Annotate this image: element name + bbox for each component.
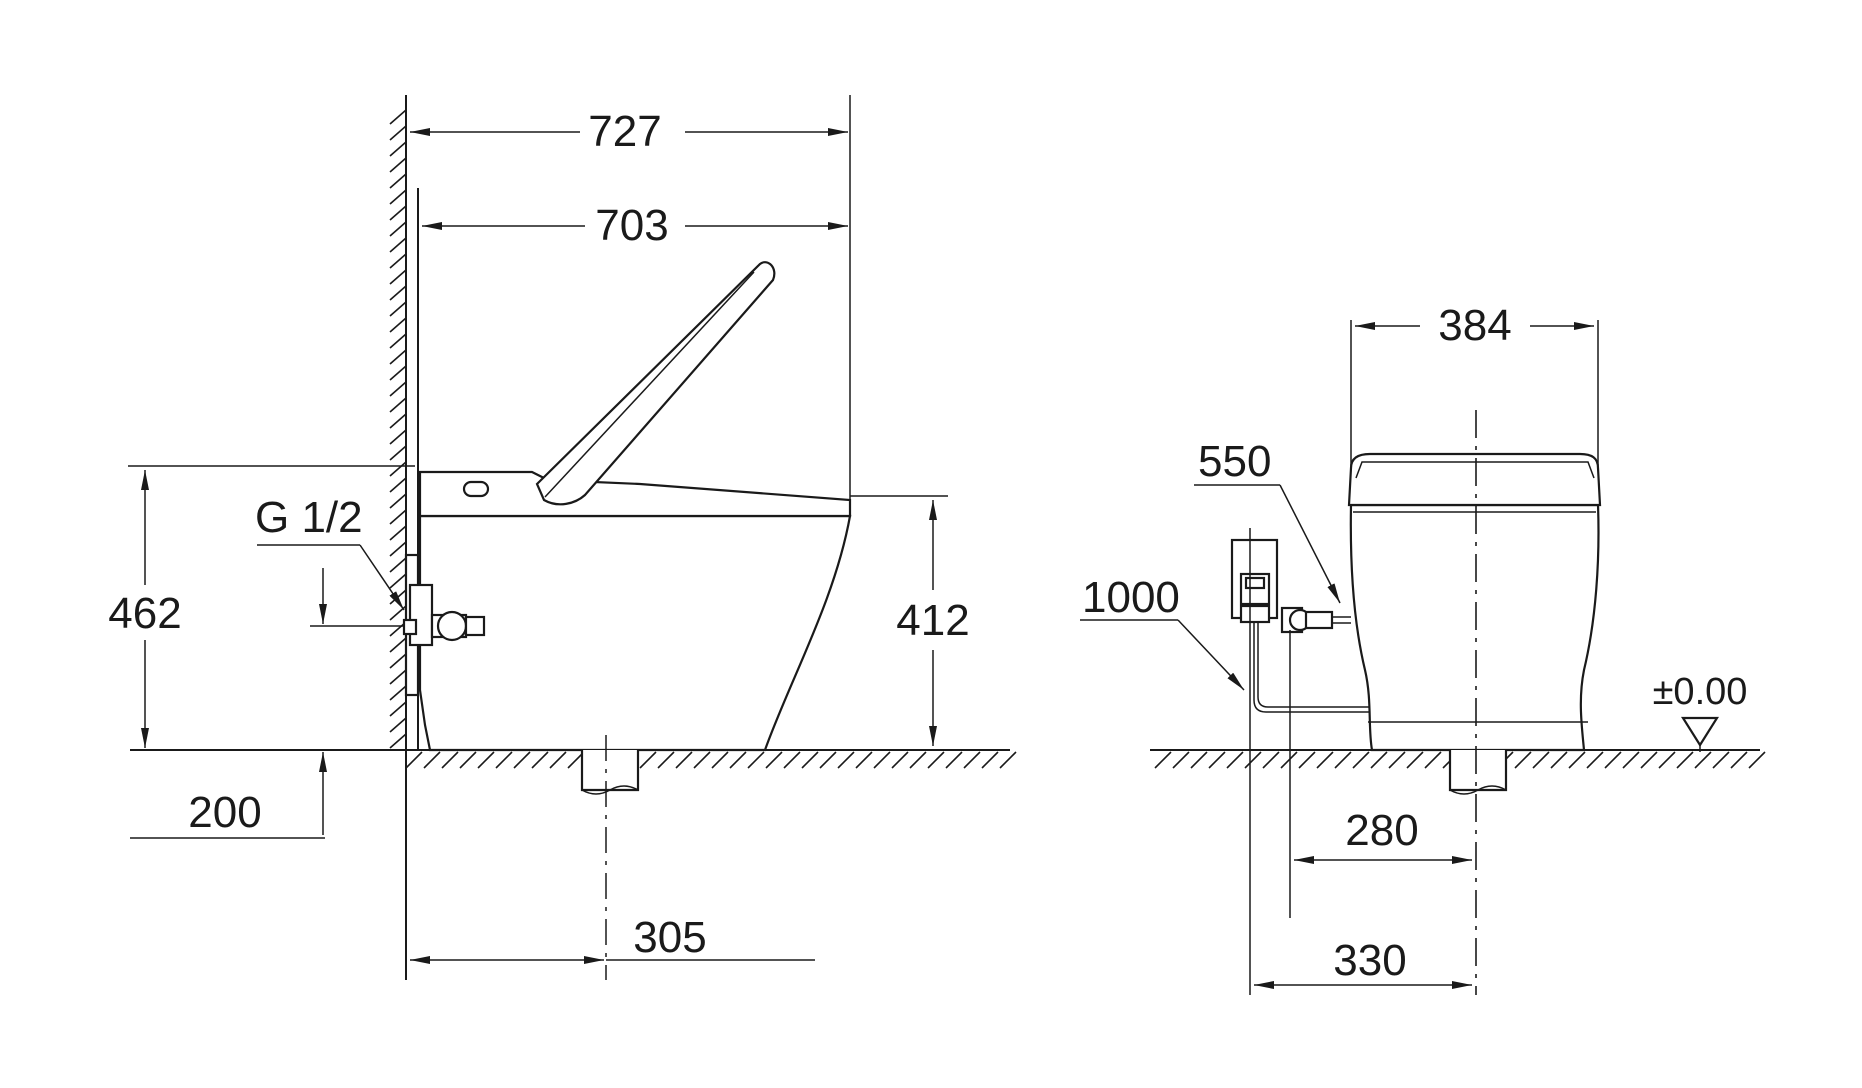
dim-seat-height: 412 bbox=[850, 495, 970, 746]
dim-703-label: 703 bbox=[595, 201, 668, 250]
dim-supply-height: 200 bbox=[130, 568, 405, 839]
socket-box bbox=[1230, 538, 1279, 624]
dim-200-label: 200 bbox=[188, 788, 261, 837]
dim-supply-offset: 280 bbox=[1289, 630, 1472, 918]
floor-level-label: ±0.00 bbox=[1653, 671, 1748, 713]
dim-412-label: 412 bbox=[896, 596, 969, 645]
dim-total-height: 462 bbox=[108, 465, 415, 748]
level-triangle-icon bbox=[1681, 716, 1719, 748]
supply-valve bbox=[402, 553, 486, 697]
dim-1000-label: 1000 bbox=[1082, 573, 1180, 622]
connection-label: G 1/2 bbox=[255, 493, 363, 542]
floor-level-marker: ±0.00 bbox=[1653, 671, 1748, 752]
dim-bowl-length: 703 bbox=[422, 201, 848, 250]
dim-727-label: 727 bbox=[588, 107, 661, 156]
dim-width: 384 bbox=[1350, 301, 1599, 470]
dim-384-label: 384 bbox=[1438, 301, 1511, 350]
cable-and-hose bbox=[1253, 606, 1370, 713]
side-view: 727 703 462 412 200 bbox=[108, 95, 1017, 980]
callout-cable-length: 1000 bbox=[1080, 573, 1245, 691]
toilet-side-body bbox=[418, 261, 852, 795]
front-view: 384 550 1000 280 330 bbox=[1080, 301, 1766, 995]
floor-left bbox=[130, 749, 1017, 769]
callout-connection: G 1/2 bbox=[255, 493, 405, 611]
dim-305-label: 305 bbox=[633, 913, 706, 962]
toilet-front-body bbox=[1347, 452, 1602, 795]
wall bbox=[389, 95, 407, 980]
dim-outlet-distance: 305 bbox=[410, 735, 815, 980]
dim-462-label: 462 bbox=[108, 589, 181, 638]
callout-hose-length: 550 bbox=[1194, 437, 1341, 604]
dim-socket-offset: 330 bbox=[1249, 528, 1472, 995]
dim-330-label: 330 bbox=[1333, 936, 1406, 985]
dim-overall-length: 727 bbox=[410, 95, 851, 500]
dim-550-label: 550 bbox=[1198, 437, 1271, 486]
control-window bbox=[462, 480, 490, 498]
dim-280-label: 280 bbox=[1345, 806, 1418, 855]
